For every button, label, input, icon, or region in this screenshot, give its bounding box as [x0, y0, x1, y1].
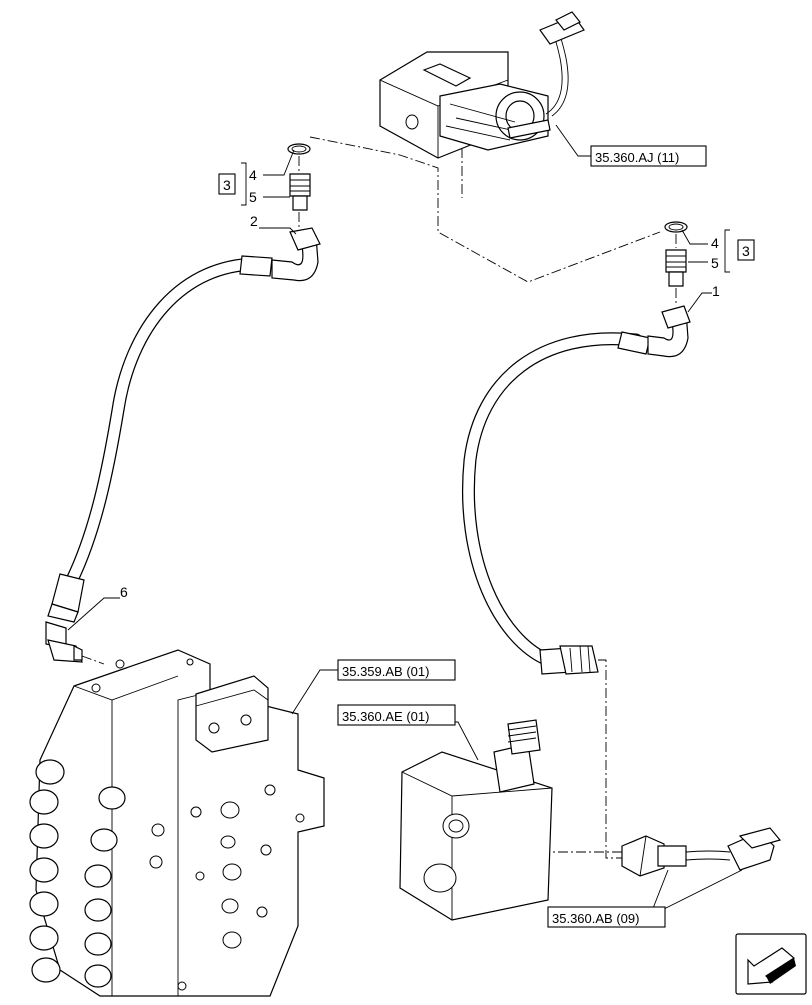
fitting-stack-left — [287, 143, 311, 228]
ref-box-aj — [590, 145, 707, 167]
main-control-valve — [29, 649, 325, 997]
ref-box-ae — [337, 704, 456, 726]
fitting-stack-right — [664, 221, 688, 304]
hose-item-1 — [462, 305, 691, 675]
reference-labels: 35.360.AJ (11) 35.359.AB (01) 35.360.AE … — [337, 145, 707, 928]
ref-ae-label: 35.360.AE (01) — [342, 709, 429, 724]
ref-box-ab359 — [337, 659, 456, 681]
solenoid-valve-assembly — [379, 11, 585, 159]
pressure-switch — [621, 827, 782, 877]
callout-item-1: 1 — [712, 283, 720, 299]
callout-item-5-left: 5 — [249, 189, 257, 205]
callout-item-2: 2 — [250, 213, 258, 229]
ref-box-ab360 — [547, 906, 666, 928]
kit-box-left — [218, 173, 236, 195]
kit-label-right: 3 — [742, 243, 750, 259]
ref-ab360-label: 35.360.AB (09) — [552, 911, 639, 926]
valve-block — [399, 719, 553, 921]
ref-ab359-label: 35.359.AB (01) — [342, 664, 429, 679]
callouts: 4 5 2 4 5 1 6 3 3 — [120, 167, 755, 600]
hose-item-2 — [47, 227, 321, 623]
connection-lines — [81, 136, 661, 859]
elbow-fitting-item-6 — [45, 621, 83, 663]
callout-item-5-right: 5 — [711, 255, 719, 271]
kit-box-right — [737, 239, 755, 261]
callout-item-6: 6 — [120, 584, 128, 600]
callout-item-4-left: 4 — [249, 167, 257, 183]
arrow-back-icon[interactable] — [735, 933, 807, 995]
callout-item-4-right: 4 — [711, 235, 719, 251]
ref-aj-label: 35.360.AJ (11) — [595, 150, 679, 165]
kit-label-left: 3 — [223, 177, 231, 193]
